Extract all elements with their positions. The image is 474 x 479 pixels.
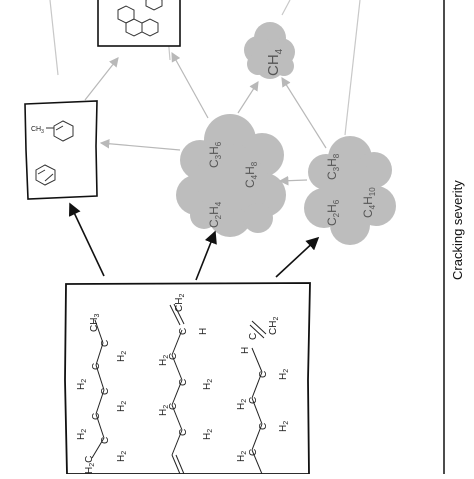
formula-c4h10: C4H10 <box>361 187 377 218</box>
formula-c3h8: C3H8 <box>325 153 341 180</box>
chain-2-c-d: C <box>168 403 179 410</box>
chain-1-h2-b: H2 <box>76 379 88 390</box>
formula-c2h6: C2H6 <box>325 199 341 226</box>
formula-c3h6: C3H6 <box>207 141 223 168</box>
formula-c2h4: C2H4 <box>207 201 223 228</box>
chain-3-c-c: C <box>248 397 259 404</box>
chain-2-h2-d: H2 <box>202 429 214 440</box>
chain-1-h2-d: H2 <box>76 429 88 440</box>
light-olefin-cloud: C2H4 C3H6 C4H8 <box>176 114 286 237</box>
paraffin-gas-cloud: C2H6 C3H8 C4H10 <box>304 136 396 245</box>
chain-3: CH2 H C C H2 H2 C C H2 H2 C <box>236 317 290 475</box>
chain-1-ch3: CH3 <box>89 314 101 332</box>
chain-3-h2-d: H2 <box>236 451 248 462</box>
chain-3-h2-a: H2 <box>278 369 290 380</box>
chain-2-c-b: C <box>168 353 179 360</box>
feed-box <box>64 282 311 475</box>
severity-axis-label: Cracking severity <box>450 180 465 280</box>
methane-cloud: CH4 <box>244 22 295 79</box>
gray-arrows <box>84 51 327 186</box>
chain-2-h2-c: H2 <box>158 405 170 416</box>
chain-2-h-a: H <box>198 328 209 335</box>
chain-3-c-b: C <box>258 371 269 378</box>
chain-3-c-a: C <box>248 333 259 340</box>
chain-1-c-a: C <box>100 340 111 347</box>
chain-3-ch2: CH2 <box>268 317 280 335</box>
chain-1-h2-c: H2 <box>116 401 128 412</box>
chain-2-c-e: C <box>178 429 189 436</box>
chain-1-c-e: C <box>100 437 111 444</box>
chain-2-h2-a: H2 <box>158 355 170 366</box>
methane-formula: CH4 <box>265 48 285 76</box>
black-arrows <box>68 202 320 281</box>
chain-1-h2-a: H2 <box>116 351 128 362</box>
chain-1-c-b: C <box>91 363 102 370</box>
chain-2-h2-b: H2 <box>202 379 214 390</box>
chain-2: CH2 C H H2 C C H2 H2 C C H2 <box>158 294 214 475</box>
chain-3-h2-b: H2 <box>236 399 248 410</box>
chain-2-ch2: CH2 <box>174 294 186 312</box>
methyl-label: CH3 <box>31 126 44 135</box>
chain-1-c-c: C <box>100 388 111 395</box>
formula-c4h8: C4H8 <box>243 161 259 188</box>
chain-3-h-a: H <box>240 347 251 354</box>
chain-3-h2-c: H2 <box>278 421 290 432</box>
chain-1-c-d: C <box>91 413 102 420</box>
chain-1-ch3-bottom: H2C <box>84 456 96 474</box>
chain-2-c-c: C <box>178 379 189 386</box>
chain-1-h2-e: H2 <box>116 451 128 462</box>
chain-1: CH3 H2 C H2 C C H2 H2 C C H2 H2C <box>76 314 128 474</box>
aromatic-box: CH3 <box>24 100 98 200</box>
chain-2-c-a: C <box>178 328 189 335</box>
chain-3-c-d: C <box>258 423 269 430</box>
chain-3-c-e: C <box>248 449 259 456</box>
polyaromatic-box <box>97 0 181 47</box>
